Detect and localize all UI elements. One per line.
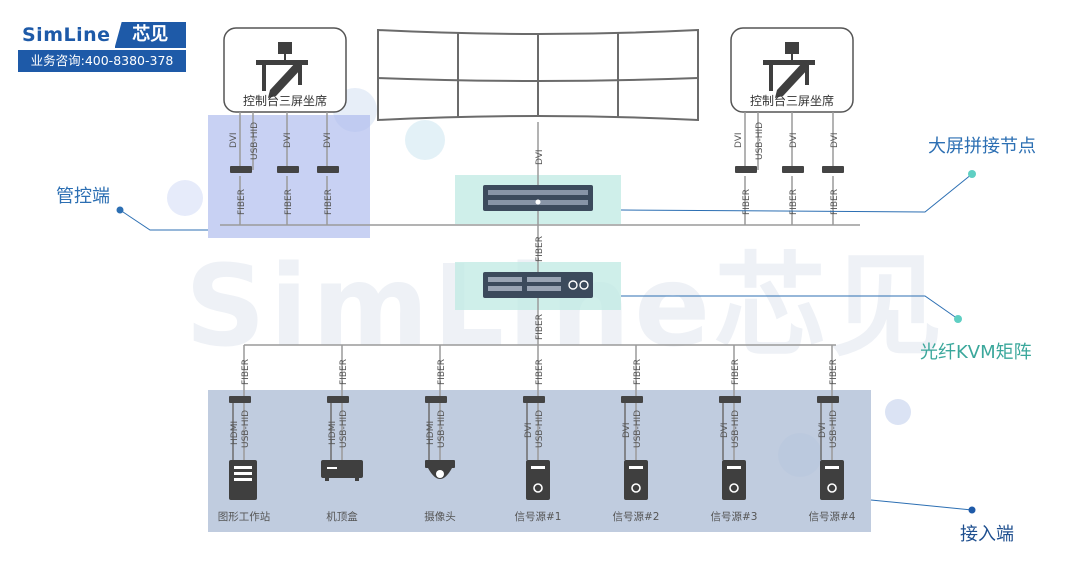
- cable-label-dvi: DVI: [789, 132, 799, 148]
- console-left: [223, 27, 347, 113]
- callout-line-splice-node: [620, 173, 973, 213]
- cable-label-fiber: FIBER: [789, 189, 799, 215]
- cable-label-usb-hid: USB-HID: [241, 410, 251, 448]
- logo-hotline: 业务咨询:400-8380-378: [18, 50, 186, 72]
- splice-node-device: [483, 185, 593, 211]
- cable-label-video: HDMI: [328, 421, 338, 445]
- source-label: 机顶盒: [326, 510, 358, 523]
- decor-bubble: [405, 120, 445, 160]
- source-label: 图形工作站: [218, 510, 271, 523]
- label-access-end: 接入端: [960, 524, 1014, 545]
- cable-label-usb-hid: USB-HID: [535, 410, 545, 448]
- cable-label-video: DVI: [818, 422, 828, 438]
- cable-label-fiber: FIBER: [241, 359, 251, 385]
- cable-label-fiber: FIBER: [829, 359, 839, 385]
- cable-label-video: DVI: [622, 422, 632, 438]
- decor-bubble: [885, 399, 911, 425]
- console-desk-icon: [763, 42, 815, 98]
- cable-label-usb-hid: USB-HID: [633, 410, 643, 448]
- camera-icon: [425, 460, 455, 479]
- cable-label-usb-hid: USB-HID: [731, 410, 741, 448]
- label-control-end: 管控端: [56, 186, 110, 207]
- cable-label-dvi: DVI: [830, 132, 840, 148]
- cable-label-fiber: FIBER: [284, 189, 294, 215]
- transceiver-modules: [229, 166, 844, 403]
- source-label: 摄像头: [424, 510, 456, 523]
- logo-brand-text: SimLine: [18, 22, 115, 48]
- cable-label-fiber: FIBER: [339, 359, 349, 385]
- brand-logo: SimLine 芯见 业务咨询:400-8380-378: [18, 22, 186, 72]
- set-top-box-icon: [321, 460, 363, 481]
- source-label: 信号源#1: [515, 510, 562, 523]
- wiring: [220, 112, 860, 460]
- source-label: 信号源#4: [809, 510, 856, 523]
- pc-tower-icon: [722, 460, 746, 500]
- cable-label-video: DVI: [720, 422, 730, 438]
- console-left-label: 控制台三屏坐席: [243, 93, 327, 108]
- cable-label-usb-hid: USB-HID: [339, 410, 349, 448]
- callout-dot: [968, 506, 976, 514]
- cable-label-fiber: FIBER: [633, 359, 643, 385]
- label-kvm-matrix: 光纤KVM矩阵: [920, 342, 1032, 363]
- control-end-highlight: [208, 115, 370, 238]
- cable-label-video: DVI: [524, 422, 534, 438]
- cable-label-dvi: DVI: [535, 149, 545, 165]
- cable-label-usb-hid: USB-HID: [437, 410, 447, 448]
- logo-brand-cn: 芯见: [114, 22, 186, 48]
- pc-tower-icon: [624, 460, 648, 500]
- label-splice-node: 大屏拼接节点: [928, 136, 1036, 157]
- cable-label-video: HDMI: [230, 421, 240, 445]
- video-wall: [377, 28, 699, 122]
- cable-label-dvi: DVI: [229, 132, 239, 148]
- callout-dot: [968, 170, 976, 178]
- workstation-icon: [229, 460, 257, 500]
- cable-label-video: HDMI: [426, 421, 436, 445]
- callout-line-control-end: [119, 209, 208, 231]
- source-label: 信号源#2: [613, 510, 660, 523]
- cable-label-dvi: DVI: [734, 132, 744, 148]
- cable-label-dvi: DVI: [323, 132, 333, 148]
- console-right-label: 控制台三屏坐席: [750, 93, 834, 108]
- cable-label-usb-hid: USB-HID: [250, 122, 260, 160]
- callout-line-access-end: [870, 499, 973, 511]
- cable-label-dvi: DVI: [283, 132, 293, 148]
- decor-bubble: [167, 180, 203, 216]
- console-right: [730, 27, 854, 113]
- callout-line-kvm-matrix: [621, 295, 959, 320]
- callout-dot: [954, 315, 962, 323]
- cable-label-fiber: FIBER: [237, 189, 247, 215]
- cable-label-fiber: FIBER: [830, 189, 840, 215]
- console-desk-icon: [256, 42, 308, 98]
- cable-label-fiber: FIBER: [535, 236, 545, 262]
- cable-label-usb-hid: USB-HID: [829, 410, 839, 448]
- cable-label-fiber: FIBER: [742, 189, 752, 215]
- source-label: 信号源#3: [711, 510, 758, 523]
- cable-label-fiber: FIBER: [437, 359, 447, 385]
- cable-label-fiber: FIBER: [535, 314, 545, 340]
- pc-tower-icon: [820, 460, 844, 500]
- cable-label-usb-hid: USB-HID: [755, 122, 765, 160]
- logo-top-row: SimLine 芯见: [18, 22, 186, 48]
- pc-tower-icon: [526, 460, 550, 500]
- cable-label-fiber: FIBER: [731, 359, 741, 385]
- cable-label-fiber: FIBER: [535, 359, 545, 385]
- callout-dot: [116, 206, 124, 214]
- cable-label-fiber: FIBER: [324, 189, 334, 215]
- kvm-matrix-device: [483, 272, 593, 298]
